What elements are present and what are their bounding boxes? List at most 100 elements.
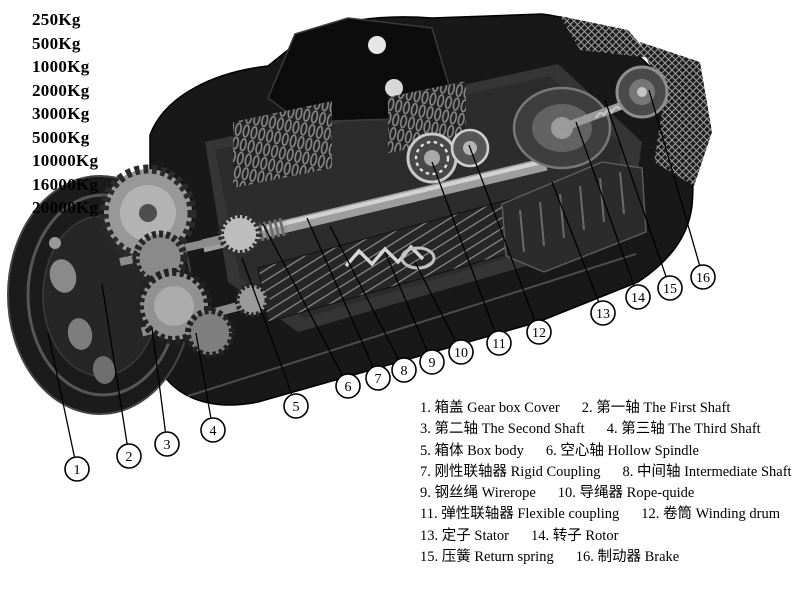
hoist-cutaway-illustration (7, 13, 712, 415)
callout-circle-16 (690, 264, 716, 290)
callout-circle-7 (365, 365, 391, 391)
cover-hole (49, 259, 77, 293)
leader-line-15 (604, 99, 671, 289)
leader-line-14 (575, 121, 639, 298)
callout-number-8: 8 (401, 364, 408, 379)
stator-fins (519, 171, 625, 253)
legend-item: 1. 箱盖 Gear box Cover (420, 400, 560, 416)
legend-item: 11. 弹性联轴器 Flexible coupling (420, 506, 620, 523)
legend-item: 15. 压簧 Return spring (420, 549, 554, 566)
callout-circle-12 (526, 319, 552, 345)
callout-number-11: 11 (492, 337, 505, 352)
callout-circle-9 (419, 349, 445, 375)
legend-item: 16. 制动器 Brake (575, 549, 680, 566)
callout-circle-14 (625, 284, 651, 310)
legend-item: 8. 中间轴 Intermediate Shaft (622, 463, 792, 480)
legend-item: 10. 导绳器 Rope-quide (557, 485, 695, 502)
capacity-label: 3000Kg (32, 104, 90, 123)
leader-line-8 (329, 225, 405, 371)
gear-small (185, 308, 235, 358)
callout-circle-8 (391, 357, 417, 383)
brake-hub (637, 87, 647, 97)
callout-number-5: 5 (293, 400, 300, 415)
callout-number-15: 15 (663, 282, 677, 297)
callout-number-10: 10 (454, 346, 468, 361)
legend-item: 7. 刚性联轴器 Rigid Coupling (420, 463, 601, 480)
callout-number-6: 6 (345, 380, 352, 395)
gear-hub (139, 204, 157, 222)
callout-number-12: 12 (532, 326, 546, 341)
legend-item: 13. 定子 Stator (420, 527, 510, 544)
callout-number-7: 7 (375, 372, 382, 387)
spring-band (388, 81, 466, 153)
leader-line-9 (384, 251, 433, 363)
callout-circle-5 (283, 393, 309, 419)
leader-line-7 (306, 217, 379, 379)
leader-line-11 (431, 161, 500, 344)
callout-number-16: 16 (696, 271, 710, 286)
callout-number-14: 14 (631, 291, 645, 306)
bearing-ring (414, 140, 450, 176)
legend-item: 3. 第二轴 The Second Shaft (420, 421, 585, 438)
callout-circle-6 (335, 373, 361, 399)
callout-number-9: 9 (429, 356, 436, 371)
leader-line-12 (468, 144, 540, 333)
leader-lines (47, 89, 704, 470)
capacity-label: 10000Kg (32, 151, 99, 170)
callout-number-4: 4 (210, 424, 217, 439)
leader-line-16 (648, 89, 704, 278)
capacity-label: 20000Kg (32, 198, 99, 217)
legend-item: 9. 钢丝绳 Wirerope (420, 485, 536, 502)
cover-hole (67, 318, 93, 350)
callout-number-13: 13 (596, 307, 610, 322)
cover-hole (92, 356, 116, 384)
legend-row: 3. 第二轴 The Second Shaft 4. 第三轴 The Third … (420, 419, 796, 440)
capacity-label: 250Kg (32, 10, 81, 29)
leader-line-1 (47, 331, 78, 470)
callout-number-2: 2 (126, 450, 133, 465)
leader-line-13 (551, 181, 604, 314)
leader-line-2 (101, 283, 130, 457)
legend-item: 4. 第三轴 The Third Shaft (606, 421, 761, 438)
callout-circle-3 (154, 431, 180, 457)
legend-row: 11. 弹性联轴器 Flexible coupling 12. 卷筒 Windin… (420, 504, 796, 525)
leader-line-4 (195, 332, 214, 431)
capacity-label: 5000Kg (32, 127, 90, 147)
leader-line-3 (151, 327, 168, 445)
capacity-list: 250Kg 500Kg 1000Kg 2000Kg 3000Kg 5000Kg 10000K… (32, 8, 98, 220)
capacity-label: 500Kg (32, 33, 81, 53)
callout-circle-13 (590, 300, 616, 326)
pinion-lower (234, 282, 270, 318)
callout-number-1: 1 (74, 463, 81, 478)
mesh-grille (560, 16, 652, 58)
legend-item: 12. 卷筒 Winding drum (641, 506, 781, 523)
legend-row: 15. 压簧 Return spring 16. 制动器 Brake (420, 547, 796, 568)
capacity-label: 2000Kg (32, 80, 90, 100)
body-edge-highlight (187, 253, 637, 397)
callout-circle-4 (200, 417, 226, 443)
pinion (218, 212, 262, 256)
leader-line-10 (414, 261, 462, 353)
stator (501, 161, 647, 273)
callout-circle-2 (116, 443, 142, 469)
callout-circle-11 (486, 330, 512, 356)
legend-item: 14. 转子 Rotor (531, 527, 619, 544)
leader-line-6 (262, 223, 349, 387)
capacity-label: 1000Kg (32, 57, 90, 76)
cover-bolt (49, 237, 61, 249)
callout-number-3: 3 (164, 438, 171, 453)
gear-lower-face (154, 286, 194, 326)
bracket-hole (385, 79, 403, 97)
capacity-label: 16000Kg (32, 174, 99, 194)
legend-item: 6. 空心轴 Hollow Spindle (545, 442, 699, 459)
spring-band (233, 101, 332, 188)
callout-circle-10 (448, 339, 474, 365)
bracket-hole (368, 36, 386, 54)
callout-circle-1 (64, 456, 90, 482)
legend-row: 9. 钢丝绳 Wirerope 10. 导绳器 Rope-quide (420, 483, 796, 504)
